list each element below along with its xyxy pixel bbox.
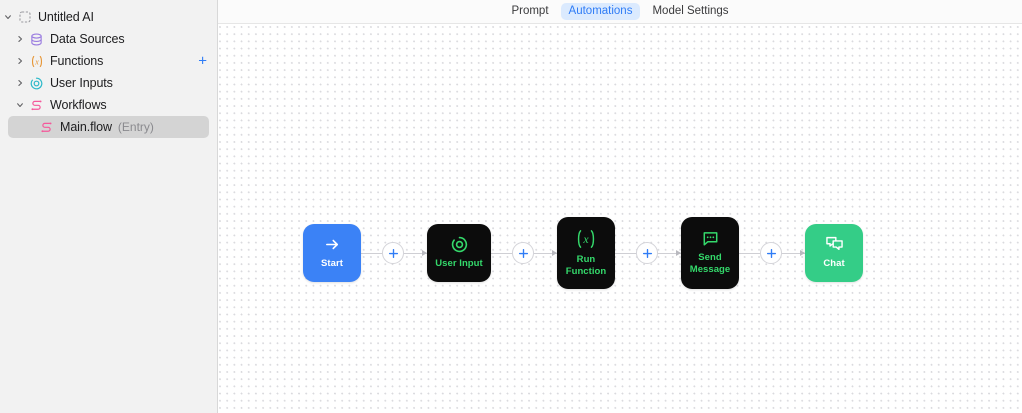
- sidebar-item-label: Data Sources: [50, 32, 125, 46]
- svg-text:x: x: [582, 232, 589, 246]
- workflow-node-send-message[interactable]: Send Message: [681, 217, 739, 289]
- svg-text:x: x: [34, 57, 39, 66]
- sidebar-item-workflows[interactable]: Workflows: [0, 94, 217, 116]
- tab-automations[interactable]: Automations: [560, 2, 641, 21]
- chevron-right-icon[interactable]: [12, 35, 28, 43]
- sidebar-item-label: Functions: [50, 54, 104, 68]
- add-function-button[interactable]: +: [198, 52, 207, 70]
- add-node-button[interactable]: [382, 242, 404, 264]
- add-node-button[interactable]: [760, 242, 782, 264]
- sidebar-item-label: User Inputs: [50, 76, 113, 90]
- tab-prompt[interactable]: Prompt: [511, 4, 549, 17]
- connector-4: [739, 224, 805, 282]
- sidebar-item-data-sources[interactable]: Data Sources: [0, 28, 217, 50]
- sidebar-item-untitled-ai[interactable]: Untitled AI: [0, 6, 217, 28]
- sidebar: Untitled AI Data Sources: [0, 0, 218, 413]
- sidebar-item-entry-badge: (Entry): [117, 120, 154, 134]
- workflow-node-chain: Start: [303, 217, 863, 289]
- database-icon: [28, 31, 45, 47]
- workflow-icon: [28, 97, 45, 113]
- workflow-node-label: User Input: [435, 258, 483, 270]
- sidebar-item-label: Workflows: [50, 98, 107, 112]
- sidebar-item-user-inputs[interactable]: User Inputs: [0, 72, 217, 94]
- function-x-icon: x: [28, 53, 45, 69]
- connector-line-arrow: [404, 250, 427, 256]
- workflow-node-label: Start: [321, 258, 343, 270]
- sidebar-item-functions[interactable]: x Functions +: [0, 50, 217, 72]
- workflow-node-start[interactable]: Start: [303, 224, 361, 282]
- connector-line: [361, 252, 382, 254]
- connector-line: [615, 252, 636, 254]
- workflow-canvas[interactable]: Start: [218, 24, 1022, 413]
- tab-bar: Prompt Automations Model Settings: [218, 0, 1022, 24]
- tab-model-settings[interactable]: Model Settings: [652, 4, 729, 17]
- workflow-node-user-input[interactable]: User Input: [427, 224, 491, 282]
- workflow-icon: [38, 119, 55, 135]
- workflow-node-label: Send Message: [689, 252, 731, 275]
- target-icon: [451, 236, 468, 253]
- connector-2: [491, 224, 557, 282]
- connector-line: [739, 252, 760, 254]
- connector-line-arrow: [534, 250, 557, 256]
- connector-line-arrow: [782, 250, 805, 256]
- sidebar-item-main-flow[interactable]: Main.flow (Entry): [8, 116, 209, 138]
- function-x-icon: x: [574, 229, 598, 249]
- add-node-button[interactable]: [636, 242, 658, 264]
- workflow-node-label: Chat: [823, 258, 845, 270]
- connector-1: [361, 224, 427, 282]
- sidebar-item-label: Untitled AI: [38, 10, 94, 24]
- chevron-right-icon[interactable]: [12, 57, 28, 65]
- connector-3: [615, 224, 681, 282]
- chat-bubbles-icon: [825, 236, 844, 253]
- workflow-node-chat[interactable]: Chat: [805, 224, 863, 282]
- workflow-node-label: Run Function: [565, 254, 607, 277]
- main-panel: Prompt Automations Model Settings Start: [218, 0, 1022, 413]
- connector-line-arrow: [658, 250, 681, 256]
- dashed-square-icon: [16, 9, 33, 25]
- chevron-right-icon[interactable]: [12, 79, 28, 87]
- connector-line: [491, 252, 512, 254]
- target-icon: [28, 75, 45, 91]
- message-bubble-icon: [702, 231, 719, 247]
- chevron-down-icon[interactable]: [0, 13, 16, 21]
- workflow-node-run-function[interactable]: x Run Function: [557, 217, 615, 289]
- chevron-down-icon[interactable]: [12, 101, 28, 109]
- sidebar-item-label: Main.flow: [60, 120, 112, 134]
- arrow-right-icon: [324, 236, 341, 253]
- add-node-button[interactable]: [512, 242, 534, 264]
